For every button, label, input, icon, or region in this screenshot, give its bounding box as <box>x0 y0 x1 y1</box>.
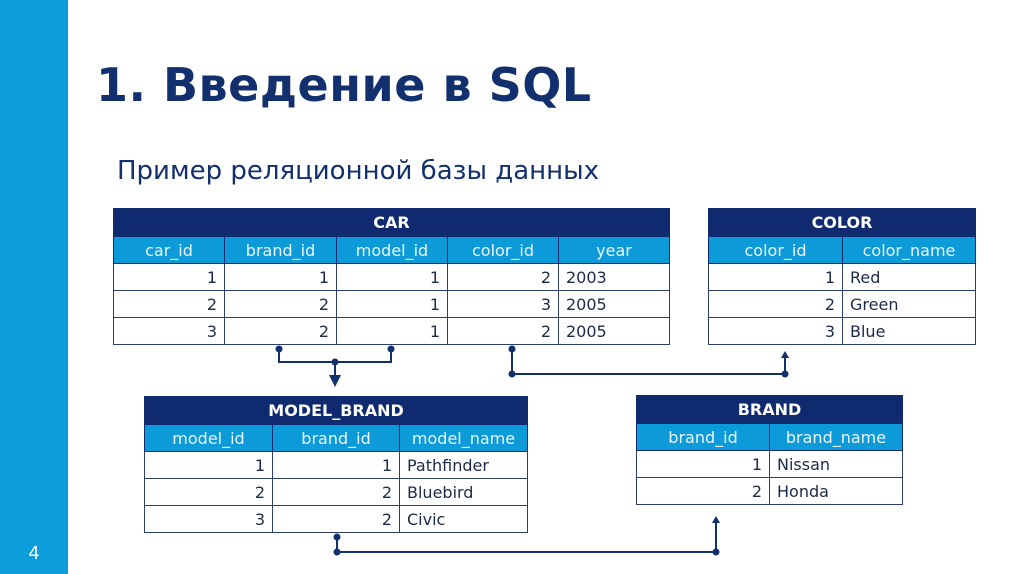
sidebar-accent-bar <box>0 0 68 574</box>
cell: 1 <box>636 450 770 478</box>
page-number: 4 <box>28 543 40 564</box>
cell: Honda <box>768 477 904 505</box>
cell: 2 <box>447 317 559 345</box>
table-model-brand: MODEL_BRAND model_id brand_id model_name… <box>143 396 529 533</box>
cell: 3 <box>708 317 843 345</box>
column-header: color_name <box>841 236 977 264</box>
column-header: brand_id <box>224 236 337 264</box>
column-header: car_id <box>113 236 225 264</box>
cell: 1 <box>336 317 448 345</box>
table-row: 1 Red <box>708 263 977 291</box>
cell: 2 <box>447 263 559 291</box>
cell: 1 <box>144 451 273 479</box>
column-header: color_id <box>447 236 559 264</box>
cell: 3 <box>113 317 225 345</box>
table-row: 1 1 1 2 2003 <box>113 263 671 291</box>
column-header: model_id <box>144 424 273 452</box>
column-header: brand_id <box>636 423 770 451</box>
table-row: 2 2 1 3 2005 <box>113 290 671 318</box>
table-car: CAR car_id brand_id model_id color_id ye… <box>112 208 671 345</box>
column-header: year <box>557 236 671 264</box>
cell: 3 <box>144 505 273 533</box>
cell: Red <box>841 263 977 291</box>
cell: 2 <box>272 505 400 533</box>
table-row: 2 Green <box>708 290 977 318</box>
table-model-brand-title: MODEL_BRAND <box>143 396 529 425</box>
cell: Civic <box>398 505 529 533</box>
table-car-title: CAR <box>112 208 671 237</box>
cell: 2 <box>144 478 273 506</box>
column-header: color_id <box>708 236 843 264</box>
cell: Blue <box>841 317 977 345</box>
table-row: 1 Nissan <box>636 450 904 478</box>
column-header: brand_name <box>768 423 904 451</box>
cell: 1 <box>224 263 337 291</box>
cell: Green <box>841 290 977 318</box>
cell: Pathfinder <box>398 451 529 479</box>
cell: 2 <box>636 477 770 505</box>
connector-model-brand-to-brand <box>336 522 717 553</box>
column-header: brand_id <box>272 424 400 452</box>
table-row: 3 2 Civic <box>144 505 529 533</box>
cell: 2005 <box>557 317 671 345</box>
table-row: 1 1 Pathfinder <box>144 451 529 479</box>
column-header: model_id <box>336 236 448 264</box>
cell: 2 <box>224 317 337 345</box>
slide-subtitle: Пример реляционной базы данных <box>117 156 600 186</box>
table-row: 3 Blue <box>708 317 977 345</box>
slide-title: 1. Введение в SQL <box>96 58 592 112</box>
table-color-title: COLOR <box>707 208 977 237</box>
cell: Bluebird <box>398 478 529 506</box>
table-row: 2 Honda <box>636 477 904 505</box>
table-brand: BRAND brand_id brand_name 1 Nissan 2 Hon… <box>635 395 904 505</box>
table-row: 3 2 1 2 2005 <box>113 317 671 345</box>
cell: 2005 <box>557 290 671 318</box>
table-color: COLOR color_id color_name 1 Red 2 Green … <box>707 208 977 345</box>
table-brand-title: BRAND <box>635 395 904 424</box>
connector-car-to-color <box>511 349 786 375</box>
cell: 1 <box>336 263 448 291</box>
